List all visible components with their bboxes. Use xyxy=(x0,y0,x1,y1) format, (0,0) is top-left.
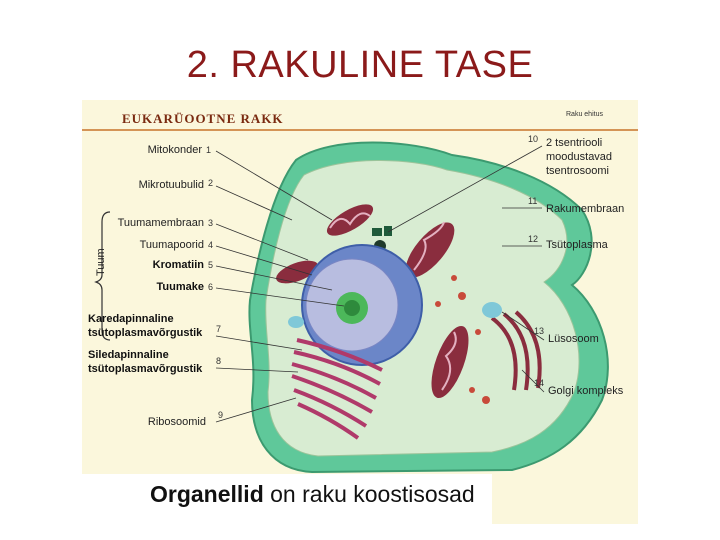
title-number: 2. xyxy=(186,44,220,86)
label-num-7: 7 xyxy=(216,324,221,334)
label-nucleolus: Tuumake xyxy=(157,281,204,293)
leader-10 xyxy=(387,145,543,233)
label-golgi: Golgi kompleks xyxy=(548,385,624,397)
label-centrosome-1: 2 tsentrioo­li xyxy=(546,137,602,149)
golgi-complex xyxy=(490,310,542,391)
nucleus xyxy=(301,244,423,366)
cell-illustration: EUKARÜOOTNE RAKK Raku ehitus xyxy=(82,111,638,474)
figure-header-right: Raku ehitus xyxy=(566,111,603,118)
lysosomes xyxy=(288,275,502,404)
label-num-13: 13 xyxy=(534,326,544,336)
label-nuclear-pores: Tuumapoorid xyxy=(140,239,204,251)
label-num-11: 11 xyxy=(528,196,537,206)
leader-3 xyxy=(215,223,309,261)
slide-title: 2. RAKULINE TASE xyxy=(0,44,720,87)
caption: Organellid on raku koostisosad xyxy=(150,481,475,508)
label-centrosome-3: tsentrosoomi xyxy=(546,165,609,177)
label-num-12: 12 xyxy=(528,234,538,244)
caption-rest: on raku koostisosad xyxy=(263,481,475,507)
caption-background xyxy=(82,474,492,524)
leader-2 xyxy=(215,185,293,221)
leader-6 xyxy=(215,287,345,307)
mitochondrion-2 xyxy=(405,221,455,278)
figure-header: EUKARÜOOTNE RAKK xyxy=(122,111,284,126)
label-num-6: 6 xyxy=(208,282,213,292)
label-lysosome: Lüsosoom xyxy=(548,333,599,345)
leader-4 xyxy=(215,245,313,276)
label-num-10: 10 xyxy=(528,134,538,144)
leader-1 xyxy=(215,150,333,221)
label-num-8: 8 xyxy=(216,356,221,366)
label-ribosomes: Ribosoomid xyxy=(148,416,206,428)
label-num-4: 4 xyxy=(208,240,213,250)
label-num-2: 2 xyxy=(208,178,213,188)
label-nuclear-membrane: Tuumamembraan xyxy=(118,217,204,229)
label-cell-membrane: Rakumembraan xyxy=(546,203,624,215)
group-label-tuum: Tuum xyxy=(95,248,107,276)
cell-diagram: EUKARÜOOTNE RAKK Raku ehitus xyxy=(82,100,638,524)
mitochondrion-1 xyxy=(326,204,374,236)
label-num-9: 9 xyxy=(218,410,223,420)
mitochondrion-3 xyxy=(431,325,469,399)
label-microtubules: Mikrotuubulid xyxy=(139,179,204,191)
label-num-14: 14 xyxy=(534,378,544,388)
leader-8 xyxy=(215,367,299,373)
nucleus-bracket xyxy=(94,211,111,341)
caption-bold: Organellid xyxy=(150,481,264,507)
label-mitochondrion: Mitokonder xyxy=(148,144,203,156)
leader-14 xyxy=(521,369,545,393)
label-num-5: 5 xyxy=(208,260,213,270)
mitochondrion-4 xyxy=(276,260,318,284)
label-num-3: 3 xyxy=(208,218,213,228)
label-num-1: 1 xyxy=(206,145,211,155)
leader-13 xyxy=(501,311,545,341)
label-centrosome-2: moodustavad xyxy=(546,151,612,163)
label-rough-er-1: Karedapinnaline xyxy=(88,313,174,325)
leader-9 xyxy=(215,397,297,423)
label-smooth-er-1: Siledapinnaline xyxy=(88,349,169,361)
label-chromatin: Kromatiin xyxy=(153,259,205,271)
leader-7 xyxy=(215,335,303,351)
leader-5 xyxy=(215,265,333,291)
label-smooth-er-2: tsütoplasmavõrgustik xyxy=(88,363,203,375)
rough-er xyxy=(291,338,383,440)
label-cytoplasm: Tsütoplasma xyxy=(546,239,609,251)
label-rough-er-2: tsütoplasmavõrgustik xyxy=(88,327,203,339)
title-text: RAKULINE TASE xyxy=(230,44,534,86)
